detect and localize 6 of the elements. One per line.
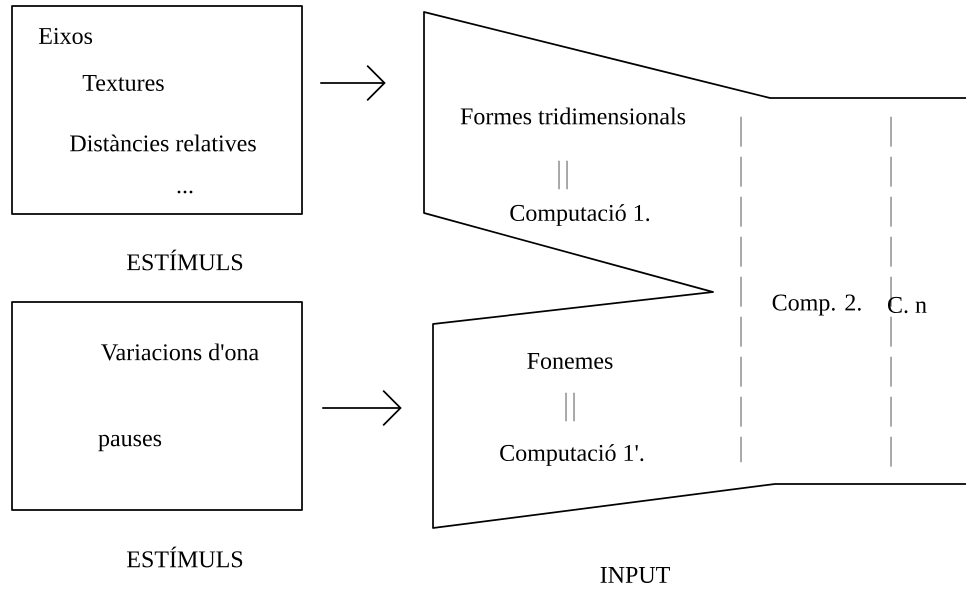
arrow: [322, 390, 402, 426]
stimulus-box: Eixos Textures Distàncies relatives ...: [11, 5, 303, 215]
stimulus-box: Variacions d'ona pauses: [11, 301, 303, 511]
node-label: ESTÍMULS: [127, 546, 242, 568]
node-label: ESTÍMULS: [127, 250, 242, 270]
node-label: INPUT: [600, 567, 670, 583]
